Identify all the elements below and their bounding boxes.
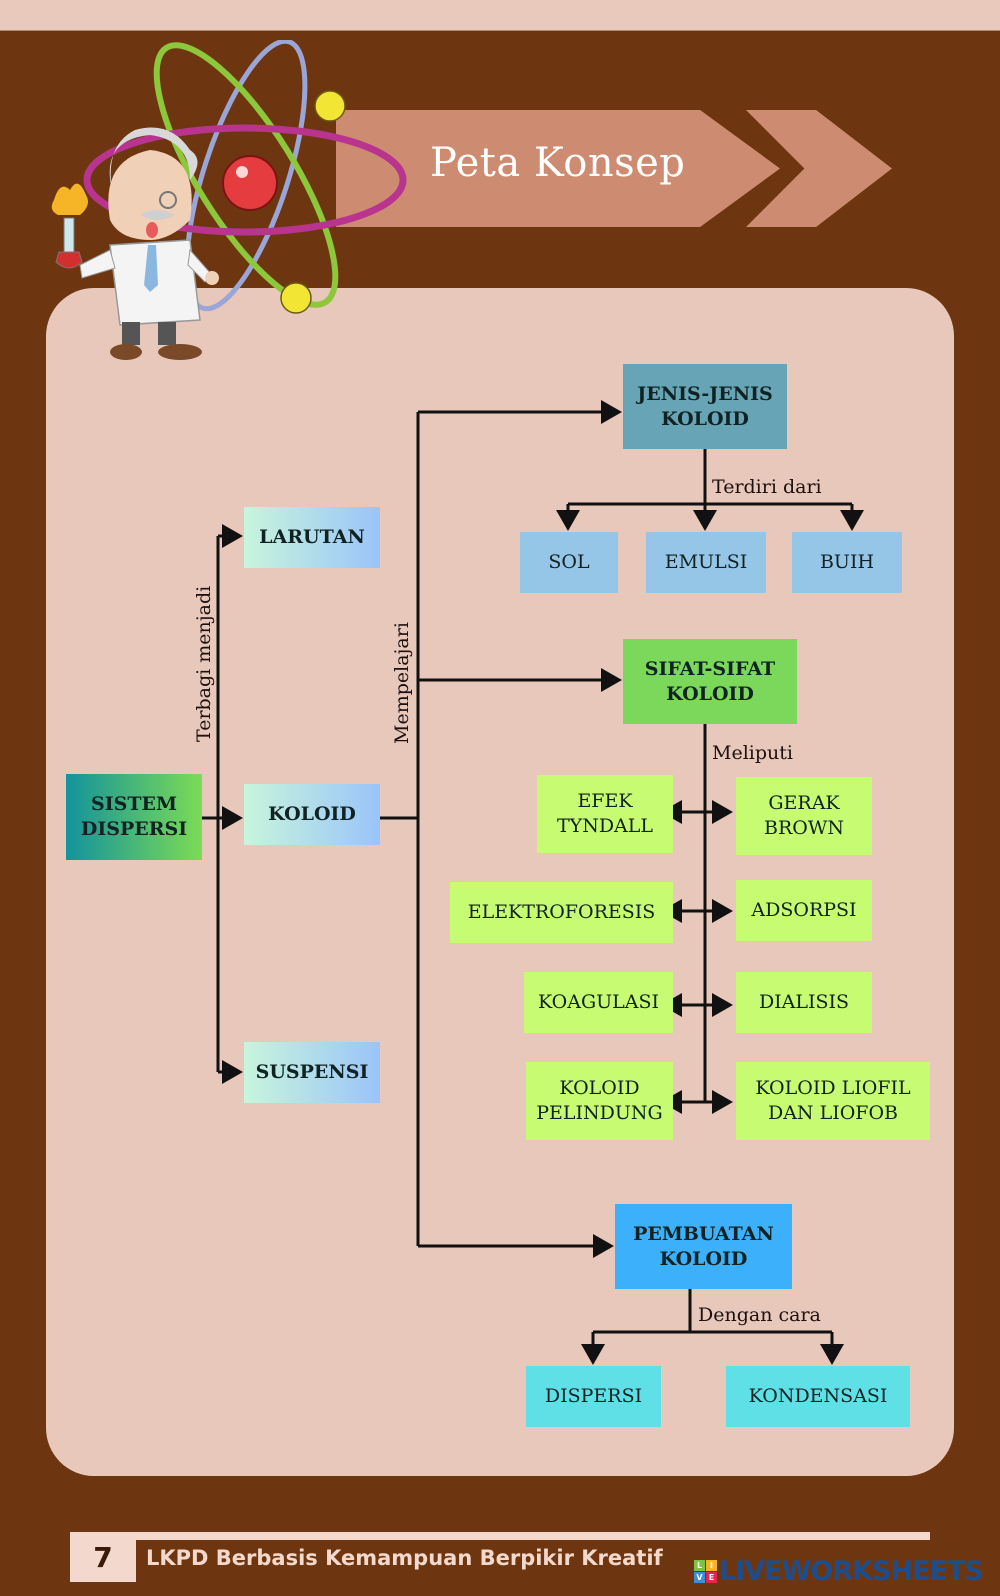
node-line: PEMBUATAN: [633, 1222, 774, 1245]
label-meliputi: Meliputi: [712, 742, 793, 764]
node-line: PELINDUNG: [536, 1102, 663, 1124]
page-number: 7: [70, 1532, 136, 1582]
node-line: DAN LIOFOB: [767, 1102, 899, 1124]
node-buih: BUIH: [792, 532, 902, 593]
node-line: KOLOID: [666, 682, 754, 705]
logo-letter: I: [706, 1560, 717, 1571]
node-adsorpsi: ADSORPSI: [736, 880, 872, 941]
node-line: KOLOID LIOFIL: [755, 1077, 911, 1100]
liveworksheets-logo[interactable]: L I V E LIVEWORKSHEETS: [694, 1556, 984, 1587]
title-banner: [336, 110, 780, 227]
node-line: DISPERSI: [80, 818, 188, 840]
node-line: KOLOID: [559, 1077, 640, 1100]
node-line: KOLOID: [661, 407, 749, 430]
node-line: TYNDALL: [556, 815, 654, 837]
node-suspensi: SUSPENSI: [244, 1042, 380, 1103]
node-line: SISTEM: [91, 793, 177, 816]
flask-icon: [51, 183, 88, 269]
node-sol: SOL: [520, 532, 618, 593]
scientist-atom-illustration: [51, 40, 407, 360]
footer-bar: [70, 1532, 930, 1540]
page-title: Peta Konsep: [430, 140, 686, 186]
logo-letter: E: [706, 1572, 717, 1583]
node-koloid: KOLOID: [244, 784, 380, 845]
label-mempelajari: Mempelajari: [391, 622, 413, 744]
node-elektroforesis: ELEKTROFORESIS: [450, 882, 673, 943]
node-dispersi: DISPERSI: [526, 1366, 661, 1427]
label-dengan-cara: Dengan cara: [698, 1304, 821, 1326]
node-line: GERAK: [768, 792, 840, 815]
liveworksheets-logo-icon: L I V E: [694, 1560, 717, 1583]
node-emulsi: EMULSI: [646, 532, 766, 593]
node-line: EFEK: [577, 790, 633, 813]
node-kondensasi: KONDENSASI: [726, 1366, 910, 1427]
logo-letter: L: [694, 1560, 705, 1571]
node-line: JENIS-JENIS: [637, 382, 773, 405]
scientist-icon: [79, 127, 219, 360]
atom-icon: [83, 40, 407, 314]
label-terbagi-menjadi: Terbagi menjadi: [193, 585, 215, 742]
label-terdiri-dari: Terdiri dari: [712, 476, 822, 498]
node-koagulasi: KOAGULASI: [524, 972, 673, 1033]
top-strip: [0, 0, 1000, 31]
node-dialisis: DIALISIS: [736, 972, 872, 1033]
node-line: SIFAT-SIFAT: [644, 657, 776, 680]
node-line: KOLOID: [659, 1247, 748, 1270]
liveworksheets-logo-text: LIVEWORKSHEETS: [719, 1556, 984, 1587]
node-line: BROWN: [764, 817, 844, 839]
footer-title: LKPD Berbasis Kemampuan Berpikir Kreatif: [146, 1546, 663, 1570]
logo-letter: V: [694, 1572, 705, 1583]
node-larutan: LARUTAN: [244, 507, 380, 568]
